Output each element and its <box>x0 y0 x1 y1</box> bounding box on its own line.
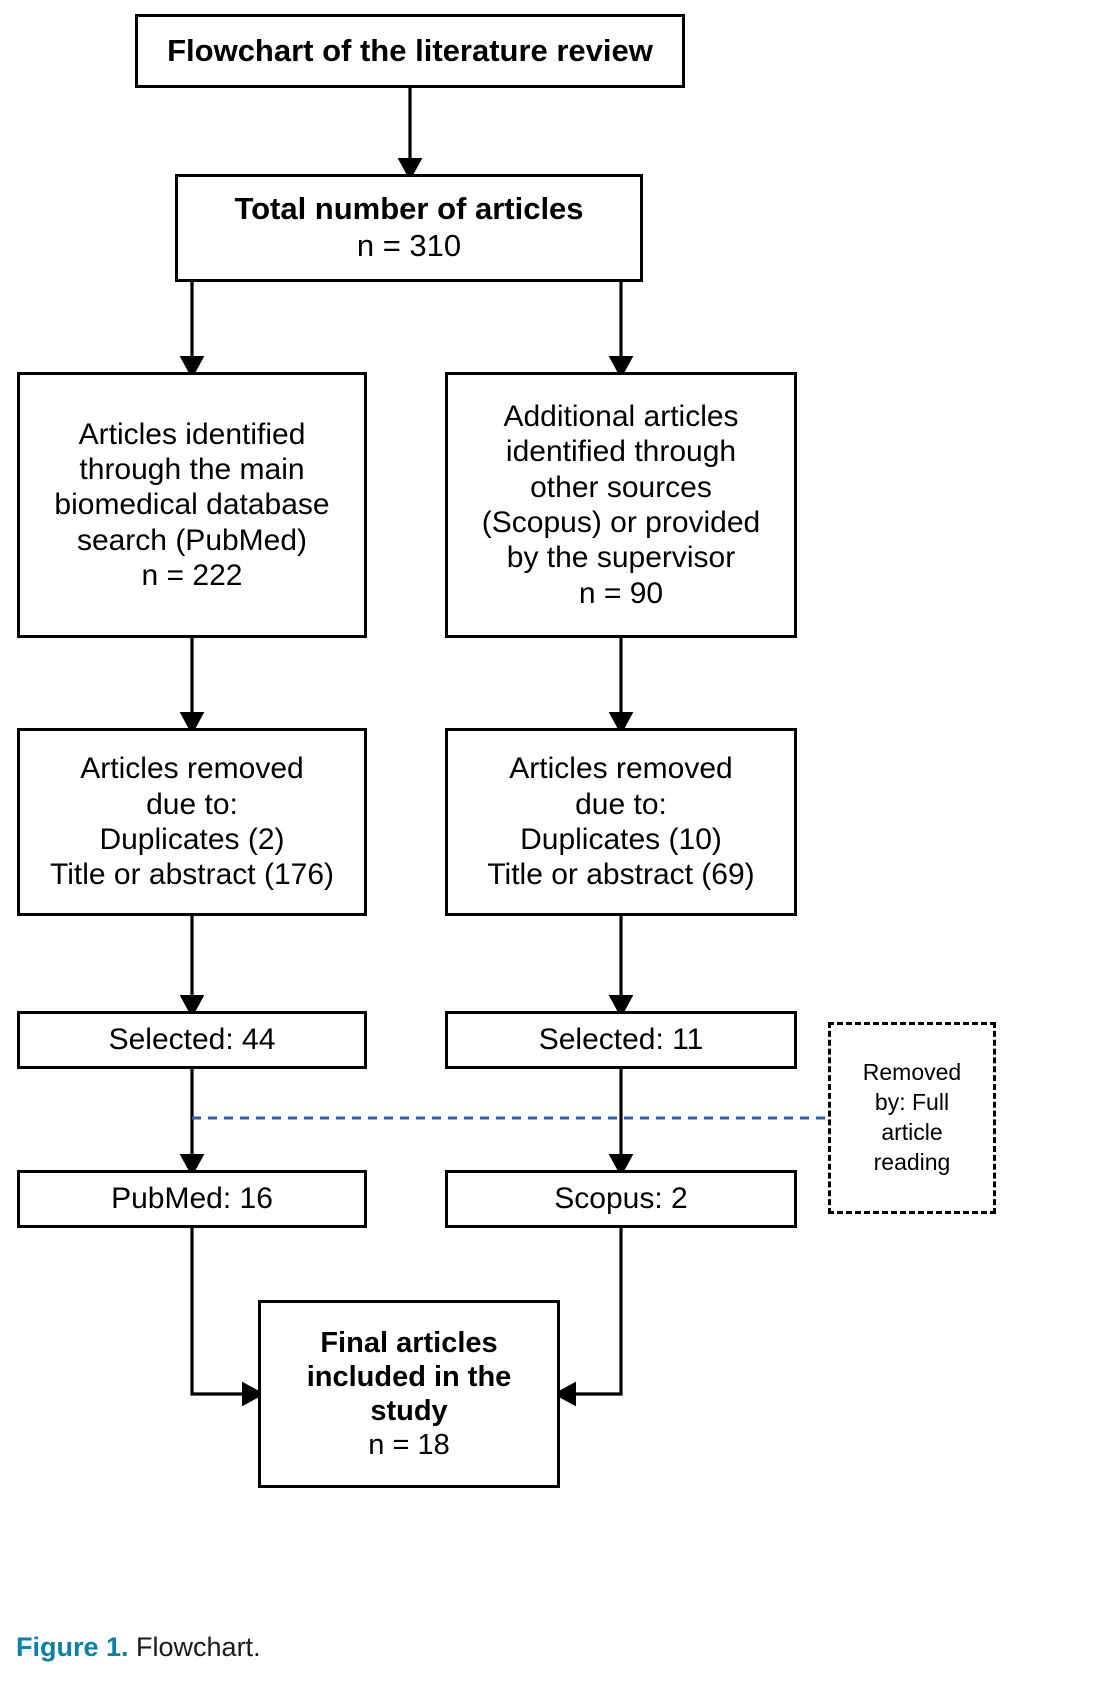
final-included-count: n = 18 <box>368 1429 450 1462</box>
removed-left-line-3: Duplicates (2) <box>99 823 285 856</box>
selected-right-box: Selected: 11 <box>445 1011 797 1069</box>
removed-left-line-1: Articles removed <box>80 752 304 786</box>
other-sources-line-4: (Scopus) or provided <box>481 506 761 539</box>
final-included-line-1: Final articles <box>320 1326 498 1359</box>
scopus-final-box: Scopus: 2 <box>445 1170 797 1228</box>
removed-left-line-4: Title or abstract (176) <box>50 858 334 892</box>
removed-right-line-2: due to: <box>575 787 667 821</box>
removed-right-line-4: Title or abstract (69) <box>487 858 755 892</box>
pubmed-final-label: PubMed: 16 <box>111 1182 273 1216</box>
total-articles-heading: Total number of articles <box>234 191 584 227</box>
pubmed-source-line-2: through the main <box>79 452 305 486</box>
scopus-final-label: Scopus: 2 <box>554 1182 688 1216</box>
total-articles-box: Total number of articles n = 310 <box>175 174 643 282</box>
pubmed-source-box: Articles identified through the main bio… <box>17 372 367 638</box>
removed-right-line-1: Articles removed <box>509 752 733 786</box>
flowchart-title-label: Flowchart of the literature review <box>167 32 653 68</box>
pubmed-source-line-4: search (PubMed) <box>76 523 308 557</box>
other-sources-line-2: identified through <box>505 435 737 469</box>
final-included-box: Final articles included in the study n =… <box>258 1300 560 1488</box>
selected-left-label: Selected: 44 <box>108 1023 276 1057</box>
connector-scopus-final-to-final-box <box>553 1228 623 1407</box>
removed-by-note-line-2: by: Full <box>874 1089 950 1116</box>
other-sources-line-3: other sources <box>530 470 712 504</box>
pubmed-final-box: PubMed: 16 <box>17 1170 367 1228</box>
total-articles-count: n = 310 <box>356 228 462 263</box>
final-included-line-3: study <box>370 1395 448 1427</box>
other-sources-line-1: Additional articles <box>503 399 739 433</box>
pubmed-source-line-1: Articles identified <box>78 417 306 451</box>
selected-left-box: Selected: 44 <box>17 1011 367 1069</box>
removed-by-note-line-1: Removed <box>862 1059 962 1086</box>
other-sources-count: n = 90 <box>578 576 664 610</box>
figure-caption-text: Flowchart. <box>128 1632 261 1662</box>
removed-left-box: Articles removed due to: Duplicates (2) … <box>17 728 367 916</box>
flowchart-title-box: Flowchart of the literature review <box>135 14 685 88</box>
removed-by-note-line-4: reading <box>873 1148 951 1175</box>
removed-left-line-2: due to: <box>146 787 238 821</box>
figure-number: Figure 1. <box>16 1632 129 1662</box>
removed-by-note-line-3: article <box>881 1119 943 1145</box>
final-included-line-2: included in the <box>306 1360 512 1393</box>
removed-right-line-3: Duplicates (10) <box>520 823 722 856</box>
figure-caption: Figure 1. Flowchart. <box>16 1632 261 1663</box>
removed-right-box: Articles removed due to: Duplicates (10)… <box>445 728 797 916</box>
selected-right-label: Selected: 11 <box>538 1023 704 1057</box>
pubmed-source-line-3: biomedical database <box>54 488 330 522</box>
removed-by-full-text-note: Removed by: Full article reading <box>828 1022 996 1214</box>
pubmed-source-count: n = 222 <box>141 559 243 593</box>
other-sources-line-5: by the supervisor <box>506 541 736 575</box>
connector-pubmed-final-to-final-box <box>190 1228 265 1407</box>
other-sources-box: Additional articles identified through o… <box>445 372 797 638</box>
